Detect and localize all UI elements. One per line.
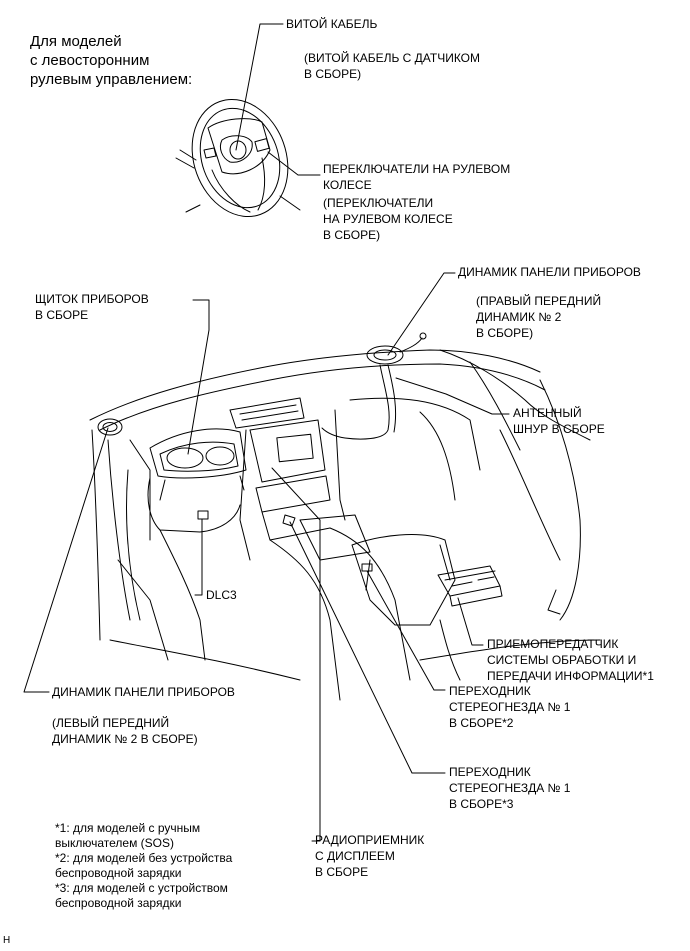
antenna-cord-label-2: ШНУР В СБОРЕ bbox=[513, 422, 605, 436]
header-note-line-3: рулевым управлением: bbox=[30, 71, 193, 88]
stereo-jack-3-label-3: В СБОРЕ*3 bbox=[449, 797, 514, 811]
stereo-jack-2-label-3: В СБОРЕ*2 bbox=[449, 716, 514, 730]
steering-wheel-illustration bbox=[175, 98, 301, 218]
steering-switch-label-1: ПЕРЕКЛЮЧАТЕЛИ НА РУЛЕВОМ bbox=[323, 162, 511, 176]
spiral-cable-sub-1: (ВИТОЙ КАБЕЛЬ С ДАТЧИКОМ bbox=[304, 51, 480, 65]
combination-meter-label-1: ЩИТОК ПРИБОРОВ bbox=[35, 292, 149, 306]
footnote-1a: *1: для моделей с ручным bbox=[55, 821, 201, 835]
footnote-1b: выключателем (SOS) bbox=[55, 836, 175, 850]
footnote-2a: *2: для моделей без устройства bbox=[55, 851, 233, 865]
spiral-cable-label: ВИТОЙ КАБЕЛЬ bbox=[286, 17, 378, 31]
transceiver-label-2: СИСТЕМЫ ОБРАБОТКИ И bbox=[487, 653, 637, 667]
right-speaker-sub-3: В СБОРЕ) bbox=[476, 326, 534, 340]
corner-mark: H bbox=[3, 935, 11, 946]
antenna-cord-label-1: АНТЕННЫЙ bbox=[513, 406, 582, 420]
stereo-jack-2-label-2: СТЕРЕОГНЕЗДА № 1 bbox=[449, 700, 571, 714]
spiral-cable-sub-2: В СБОРЕ) bbox=[304, 67, 362, 81]
left-speaker-sub-1: (ЛЕВЫЙ ПЕРЕДНИЙ bbox=[52, 716, 170, 730]
footnote-2b: беспроводной зарядки bbox=[55, 866, 182, 880]
steering-switch-label-2: КОЛЕСЕ bbox=[323, 178, 372, 192]
steering-switch-sub-3: В СБОРЕ) bbox=[323, 228, 381, 242]
left-speaker-label: ДИНАМИК ПАНЕЛИ ПРИБОРОВ bbox=[52, 685, 235, 699]
radio-label-3: В СБОРЕ bbox=[315, 865, 369, 879]
header-note-line-1: Для моделей bbox=[30, 33, 122, 50]
radio-label-1: РАДИОПРИЕМНИК bbox=[315, 833, 425, 847]
header-note-line-2: с левосторонним bbox=[30, 52, 150, 69]
footnote-3b: беспроводной зарядки bbox=[55, 896, 182, 910]
right-speaker-sub-1: (ПРАВЫЙ ПЕРЕДНИЙ bbox=[476, 294, 602, 308]
stereo-jack-3-label-1: ПЕРЕХОДНИК bbox=[449, 765, 531, 779]
leader-lines bbox=[23, 23, 510, 842]
left-speaker-sub-2: ДИНАМИК № 2 В СБОРЕ) bbox=[52, 732, 198, 746]
footnote-3a: *3: для моделей с устройством bbox=[55, 881, 228, 895]
stereo-jack-2-label-1: ПЕРЕХОДНИК bbox=[449, 684, 531, 698]
transceiver-label-1: ПРИЕМОПЕРЕДАТЧИК bbox=[487, 637, 619, 651]
transceiver-label-3: ПЕРЕДАЧИ ИНФОРМАЦИИ*1 bbox=[487, 669, 654, 683]
dashboard-illustration bbox=[89, 332, 601, 701]
radio-label-2: С ДИСПЛЕЕМ bbox=[315, 849, 395, 863]
steering-switch-sub-1: (ПЕРЕКЛЮЧАТЕЛИ bbox=[323, 196, 434, 210]
dlc3-label: DLC3 bbox=[206, 588, 237, 602]
steering-switch-sub-2: НА РУЛЕВОМ КОЛЕСЕ bbox=[323, 212, 453, 226]
combination-meter-label-2: В СБОРЕ bbox=[35, 308, 89, 322]
right-speaker-sub-2: ДИНАМИК № 2 bbox=[476, 310, 562, 324]
right-speaker-label: ДИНАМИК ПАНЕЛИ ПРИБОРОВ bbox=[458, 265, 641, 279]
stereo-jack-3-label-2: СТЕРЕОГНЕЗДА № 1 bbox=[449, 781, 571, 795]
